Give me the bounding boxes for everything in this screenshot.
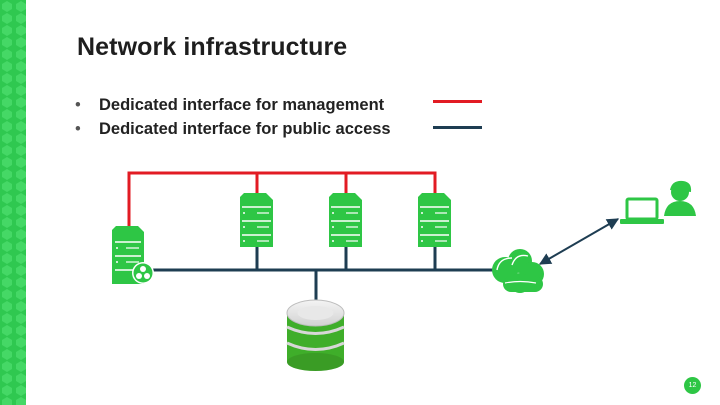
bullet-public-access: •Dedicated interface for public access bbox=[75, 120, 391, 138]
bullet-management: •Dedicated interface for management bbox=[75, 96, 385, 114]
bullet-list: •Dedicated interface for management •Ded… bbox=[75, 93, 391, 141]
public-network bbox=[129, 218, 620, 302]
server-icon-2 bbox=[329, 193, 362, 247]
management-bus-line bbox=[127, 171, 437, 226]
gateway-server-icon bbox=[112, 226, 154, 284]
cloud-icon bbox=[492, 249, 544, 293]
page-number-badge: 12 bbox=[684, 377, 701, 394]
server-icon-3 bbox=[418, 193, 451, 247]
side-hex-pattern bbox=[0, 0, 26, 405]
slide-title: Network infrastructure bbox=[77, 33, 348, 61]
management-network bbox=[127, 171, 437, 226]
user-laptop-icon bbox=[620, 180, 696, 224]
storage-icon bbox=[286, 299, 345, 371]
server-icon-1 bbox=[240, 193, 273, 247]
internet-link-arrow bbox=[538, 218, 620, 265]
legend-management-line bbox=[433, 100, 482, 103]
legend-public-line bbox=[433, 126, 482, 129]
